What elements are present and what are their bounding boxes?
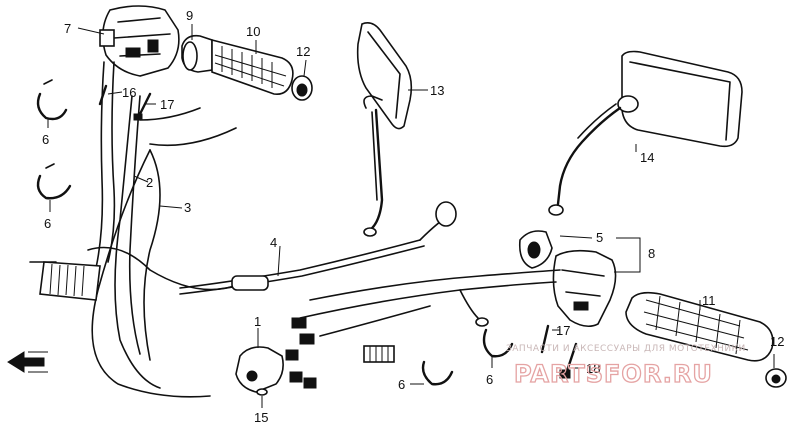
clamp-c [421, 360, 454, 386]
centre-connectors [285, 317, 395, 389]
callout-13: 13 [430, 83, 444, 98]
screw-17-top [133, 92, 152, 121]
callout-15: 15 [254, 410, 268, 425]
callout-14: 14 [640, 150, 654, 165]
choke-cable [179, 201, 457, 295]
left-connector [29, 261, 101, 301]
throttle-housing [181, 34, 213, 73]
callout-2: 2 [146, 175, 153, 190]
left-mirror [356, 22, 413, 237]
callout-9: 9 [186, 8, 193, 23]
callout-6-b: 6 [44, 216, 51, 231]
cables [87, 61, 241, 398]
clamp-b [36, 163, 72, 200]
callout-17-bottom: 17 [556, 323, 570, 338]
grip-end-cap-bottom [765, 368, 787, 388]
callout-18: 18 [586, 361, 600, 376]
lever-holder [235, 346, 284, 396]
right-mirror [548, 50, 743, 216]
callout-6-a: 6 [42, 132, 49, 147]
wiring-harness [299, 269, 561, 337]
callout-10: 10 [246, 24, 260, 39]
callout-6-d: 6 [398, 377, 405, 392]
throttle-grip [211, 38, 294, 96]
callout-4: 4 [270, 235, 277, 250]
callout-8: 8 [648, 246, 655, 261]
screw-17-bottom [540, 324, 550, 354]
callout-7: 7 [64, 21, 71, 36]
callout-12-bottom: 12 [770, 334, 784, 349]
callout-5: 5 [596, 230, 603, 245]
callout-16: 16 [122, 85, 136, 100]
clamp-a [36, 79, 68, 121]
watermark-logo-text: PARTSFOR.RU [514, 360, 713, 388]
right-switch-housing [518, 230, 617, 328]
grip-end-cap-top [291, 75, 313, 101]
callout-17-top: 17 [160, 97, 174, 112]
watermark: ЗАПЧАСТИ И АКСЕССУАРЫ ДЛЯ МОТОТЕХНИКИ PA… [506, 344, 746, 389]
callout-11: 11 [702, 293, 716, 308]
right-grip [625, 291, 774, 362]
callout-12-top: 12 [296, 44, 310, 59]
callout-1: 1 [254, 314, 261, 329]
callout-6-c: 6 [486, 372, 493, 387]
screw-16 [98, 84, 108, 106]
front-arrow-icon [7, 351, 48, 373]
screw-18 [559, 342, 578, 379]
leader-lines [47, 24, 775, 408]
callout-labels: 7 9 10 12 13 16 17 6 2 14 6 3 4 5 8 1 11… [42, 8, 784, 425]
callout-3: 3 [184, 200, 191, 215]
watermark-tagline: ЗАПЧАСТИ И АКСЕССУАРЫ ДЛЯ МОТОТЕХНИКИ [506, 344, 746, 354]
left-switch-housing [99, 5, 180, 77]
